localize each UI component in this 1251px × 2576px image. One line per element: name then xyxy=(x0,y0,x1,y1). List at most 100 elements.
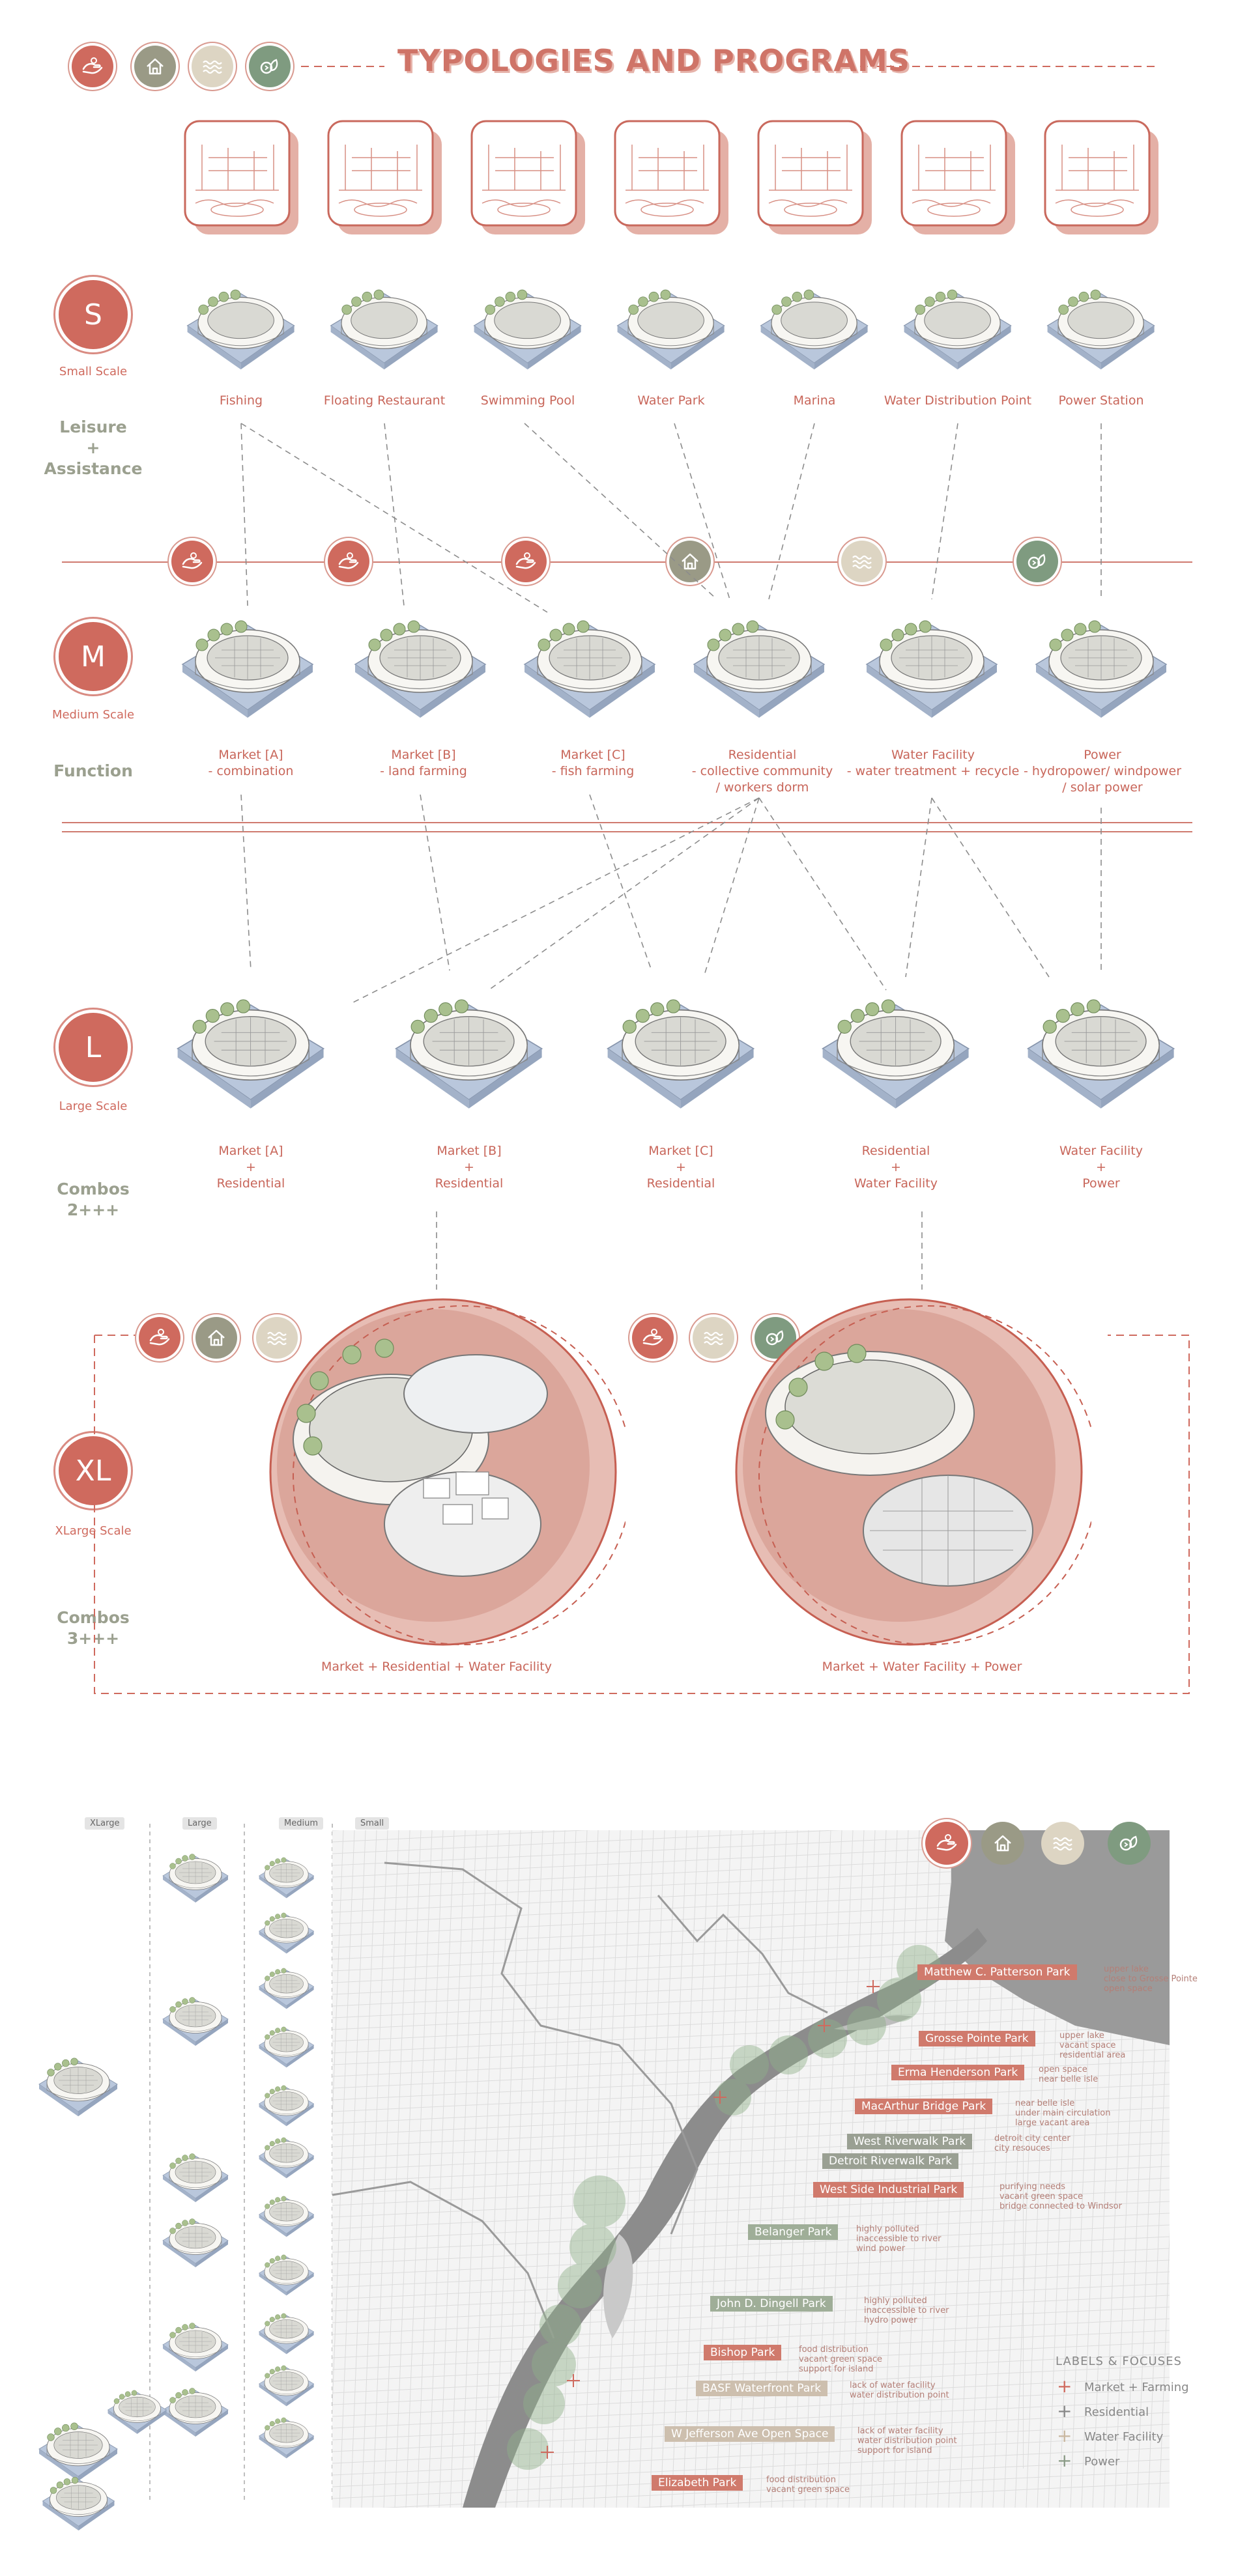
small-program-label: Water Park xyxy=(637,393,705,408)
small-program-label: Power Station xyxy=(1058,393,1144,408)
park-notes: highly polluted inaccessible to river hy… xyxy=(864,2296,949,2325)
program-sketch-card xyxy=(614,120,728,234)
park-notes: detroit city center city resouces xyxy=(994,2134,1071,2153)
house-icon xyxy=(195,1317,237,1359)
park-label: MacArthur Bridge Park xyxy=(855,2099,993,2114)
scale-badge-l: L xyxy=(59,1013,128,1082)
park-notes: near belle isle under main circulation l… xyxy=(1015,2099,1111,2128)
power-icon xyxy=(1016,541,1058,582)
column-header: Medium xyxy=(279,1817,323,1830)
platform-scene xyxy=(38,2422,118,2482)
legend-item: Power xyxy=(1084,2455,1120,2469)
platform-scene xyxy=(616,289,726,370)
scale-caption-l: Large Scale xyxy=(59,1099,128,1113)
plus-icon: + xyxy=(1057,2425,1072,2446)
scale-caption-s: Small Scale xyxy=(59,365,128,378)
legend-item: Water Facility xyxy=(1084,2430,1164,2444)
program-sketch-card xyxy=(1044,120,1158,234)
platform-scene xyxy=(523,620,656,718)
market-hand-icon xyxy=(328,541,369,582)
heading-combos-2: Combos 2+++ xyxy=(57,1180,130,1219)
park-label: West Side Industrial Park xyxy=(813,2182,964,2198)
xlarge-combo-label: Market + Residential + Water Facility xyxy=(321,1660,552,1674)
platform-scene xyxy=(177,999,325,1109)
plus-icon: + xyxy=(1057,2400,1072,2422)
park-notes: open space near belle isle xyxy=(1039,2065,1099,2084)
park-label: Bishop Park xyxy=(704,2345,782,2360)
platform-scene xyxy=(1046,289,1156,370)
platform-scene xyxy=(162,2323,229,2371)
platform-scene xyxy=(259,2196,315,2237)
platform-scene xyxy=(903,289,1013,370)
leader-lines xyxy=(94,423,1190,1694)
medium-program-label: Market [C] - fish farming xyxy=(551,748,635,778)
market-hand-icon xyxy=(505,541,547,582)
park-notes: upper lake close to Grosse Pointe open s… xyxy=(1104,1964,1198,1994)
platform-scene xyxy=(259,2365,315,2407)
water-waves-icon xyxy=(192,46,233,87)
platform-scene xyxy=(1035,620,1168,718)
divider-line xyxy=(62,831,1192,832)
platform-scene xyxy=(181,620,314,718)
program-sketch-card xyxy=(757,120,872,234)
legend-item: Market + Farming xyxy=(1084,2381,1189,2394)
scale-caption-m: Medium Scale xyxy=(51,708,135,722)
market-hand-icon xyxy=(72,46,113,87)
park-label: Erma Henderson Park xyxy=(891,2065,1025,2080)
xlarge-combo-label: Market + Water Facility + Power xyxy=(822,1660,1022,1674)
park-label: Matthew C. Patterson Park xyxy=(917,1964,1077,1980)
platform-scene xyxy=(259,2417,315,2459)
platform-scene xyxy=(693,620,826,718)
large-combo-label: Water Facility + Power xyxy=(1059,1144,1143,1191)
park-label: John D. Dingell Park xyxy=(710,2296,833,2312)
small-program-label: Swimming Pool xyxy=(480,393,575,408)
market-hand-icon xyxy=(139,1317,180,1359)
platform-scene xyxy=(259,2313,315,2355)
medium-program-label: Water Facility - water treatment + recyc… xyxy=(846,748,1020,778)
power-icon xyxy=(1108,1822,1151,1865)
title-leader-lines xyxy=(301,66,1160,67)
platform-scene xyxy=(607,999,755,1109)
water-waves-icon xyxy=(841,541,883,582)
scale-badge-m: M xyxy=(59,622,128,691)
park-notes: purifying needs vacant green space bridg… xyxy=(999,2182,1122,2211)
park-notes: lack of water facility water distributio… xyxy=(850,2381,949,2400)
water-waves-icon xyxy=(1041,1822,1084,1865)
platform-scene xyxy=(822,999,970,1109)
small-program-label: Water Distribution Point xyxy=(884,393,1032,408)
medium-program-label: Market [A] - combination xyxy=(208,748,294,778)
park-label: W Jefferson Ave Open Space xyxy=(665,2426,835,2442)
detroit-map xyxy=(332,1830,1170,2508)
platform-scene xyxy=(259,2254,315,2296)
platform-scene xyxy=(162,2153,229,2202)
column-header: Large xyxy=(182,1817,217,1830)
park-notes: highly polluted inaccessible to river wi… xyxy=(856,2224,942,2254)
column-header: XLarge xyxy=(85,1817,125,1830)
platform-scene xyxy=(259,1857,315,1899)
page-title: TYPOLOGIES AND PROGRAMS xyxy=(397,43,910,78)
plus-icon: + xyxy=(1057,2450,1072,2471)
xl-scene-1 xyxy=(269,1298,626,1646)
legend-item: Residential xyxy=(1084,2405,1149,2419)
scale-caption-xl: XLarge Scale xyxy=(55,1524,132,1538)
heading-leisure: Leisure + Assistance xyxy=(44,418,143,478)
market-hand-icon xyxy=(925,1822,968,1865)
park-label: West Riverwalk Park xyxy=(847,2134,973,2149)
park-label: Detroit Riverwalk Park xyxy=(822,2153,959,2169)
small-program-label: Floating Restaurant xyxy=(323,393,446,408)
xl-scene-2 xyxy=(735,1298,1091,1646)
small-program-label: Fishing xyxy=(219,393,263,408)
small-program-label: Marina xyxy=(793,393,836,408)
house-icon xyxy=(134,46,176,87)
column-header: Small xyxy=(355,1817,390,1830)
power-icon xyxy=(249,46,291,87)
park-notes: food distribution vacant green space xyxy=(766,2475,850,2495)
platform-scene xyxy=(162,2218,229,2267)
large-combo-label: Residential + Water Facility xyxy=(854,1144,938,1191)
legend-divider xyxy=(1023,2104,1024,2469)
heading-function: Function xyxy=(53,761,133,780)
platform-scene xyxy=(259,2026,315,2068)
water-waves-icon xyxy=(693,1317,734,1359)
park-label: Elizabeth Park xyxy=(652,2475,743,2491)
platform-scene xyxy=(42,2476,115,2531)
